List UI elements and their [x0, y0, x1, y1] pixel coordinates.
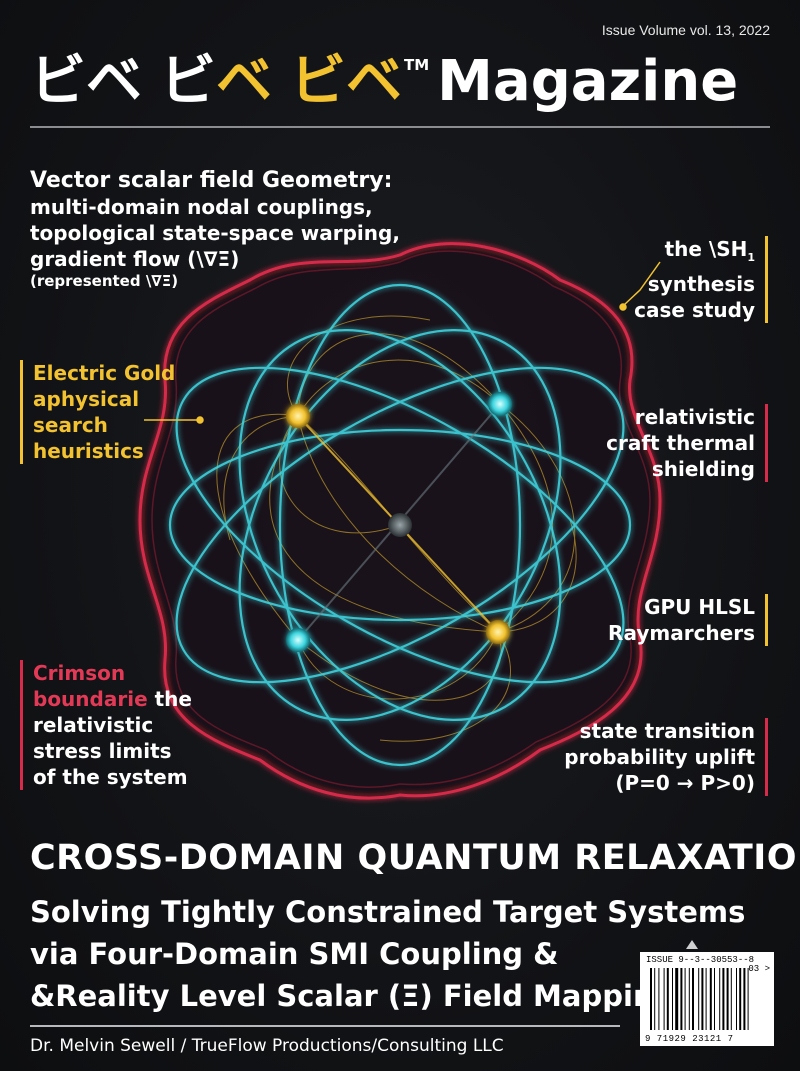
barcode-bar	[714, 968, 715, 1030]
callout-crimson-line-3: relativistic	[33, 713, 154, 737]
barcode-bar	[698, 968, 700, 1030]
barcode-digits: 9 71929 23121 7	[645, 1034, 734, 1044]
trademark-mark: TM	[404, 56, 430, 74]
barcode-bar	[688, 968, 690, 1030]
barcode-bar	[672, 968, 673, 1030]
callout-gpu-line-1: GPU HLSL	[644, 595, 755, 619]
callout-state-line-1: state transition	[579, 719, 755, 743]
subheadline-line-3: &Reality Level Scalar (Ξ) Field Mapping	[30, 979, 675, 1013]
callout-crimson-boundary: Crimson boundarie the relativistic stres…	[20, 660, 192, 790]
callout-crimson-line-4: stress limits	[33, 739, 172, 763]
cyan-node	[286, 628, 310, 652]
callout-state-transition: state transition probability uplift (P=0…	[564, 718, 768, 796]
feature-line-5: (represented \∇Ξ)	[30, 272, 179, 290]
issue-volume: Issue Volume vol. 13, 2022	[601, 22, 770, 38]
barcode-bar	[701, 968, 704, 1030]
masthead-magazine-word: Magazine	[437, 49, 739, 114]
barcode-bar	[709, 968, 712, 1030]
feature-blurb: Vector scalar field Geometry: multi-doma…	[30, 168, 410, 290]
barcode-addon: 03 >	[748, 964, 770, 974]
callout-electric-gold: Electric Gold aphysical search heuristic…	[20, 360, 175, 464]
feature-line-3: topological state-space warping,	[30, 221, 400, 245]
masthead-part-2b: ベ	[216, 49, 272, 114]
barcode-bar	[730, 968, 732, 1030]
callout-sh1-subscript: 1	[747, 251, 755, 264]
barcode-bar	[663, 968, 665, 1030]
cyan-node	[488, 392, 512, 416]
barcode-bar	[736, 968, 737, 1030]
cyan-orbit-lines	[168, 283, 632, 767]
callout-gold-line-1: Electric Gold	[33, 361, 176, 385]
callout-gold-line-3: search	[33, 413, 108, 437]
callout-sh1-line-2: synthesis	[647, 272, 755, 296]
callout-sh1-line-3: case study	[634, 298, 755, 322]
barcode-bar	[705, 968, 707, 1030]
callout-gpu-line-2: Raymarchers	[608, 621, 755, 645]
barcode-bar	[684, 968, 686, 1030]
feature-line-1: Vector scalar field Geometry:	[30, 168, 393, 193]
barcode-bar	[680, 968, 683, 1030]
callout-thermal-shielding: relativistic craft thermal shielding	[606, 404, 768, 482]
masthead-part-3: ビベ	[290, 49, 402, 114]
masthead-part-2a: ビ	[160, 49, 216, 114]
feature-line-2: multi-domain nodal couplings,	[30, 195, 373, 219]
callout-thermal-line-2: craft thermal	[606, 431, 755, 455]
barcode-bars	[650, 968, 749, 1030]
barcode-bar	[650, 968, 652, 1030]
feature-line-4: gradient flow (\∇Ξ)	[30, 247, 240, 271]
gold-flow-lines	[216, 315, 577, 742]
barcode: ISSUE 9--3--30553--8 03 > 9 71929 23121 …	[640, 952, 774, 1046]
barcode-bar	[747, 968, 749, 1030]
subheadline-line-2: via Four-Domain SMI Coupling &	[30, 937, 559, 971]
barcode-bar	[743, 968, 746, 1030]
callout-sh1-line-1: the \SH1	[634, 236, 755, 271]
barcode-bar	[675, 968, 679, 1030]
barcode-bar	[654, 968, 656, 1030]
callout-thermal-line-1: relativistic	[634, 405, 755, 429]
barcode-bar	[739, 968, 742, 1030]
barcode-bar	[726, 968, 729, 1030]
callout-state-line-2: probability uplift	[564, 745, 755, 769]
barcode-issue-label: ISSUE 9--3--30553--8	[646, 955, 755, 965]
gold-node	[486, 620, 510, 644]
callout-thermal-line-3: shielding	[651, 457, 755, 481]
callout-crimson-rest: the	[147, 687, 192, 711]
callout-sh1-text: the \SH	[664, 237, 748, 261]
barcode-marker-icon	[686, 940, 698, 949]
barcode-bar	[692, 968, 694, 1030]
cover-headline: CROSS-DOMAIN QUANTUM RELAXATION:	[30, 838, 800, 878]
subheadline-line-1: Solving Tightly Constrained Target Syste…	[30, 895, 746, 929]
callout-state-line-3: (P=0 → P>0)	[615, 771, 755, 795]
callout-gold-line-2: aphysical	[33, 387, 140, 411]
callout-crimson-line-1: Crimson	[33, 661, 126, 685]
masthead-part-1: ビベ	[30, 49, 142, 114]
byline-divider	[30, 1025, 620, 1027]
gold-node	[286, 404, 310, 428]
barcode-bar	[658, 968, 660, 1030]
callout-crimson-line-5: of the system	[33, 765, 188, 789]
callout-crimson-line-2: boundarie the	[33, 686, 192, 712]
barcode-bar	[666, 968, 669, 1030]
callout-crimson-word: boundarie	[33, 687, 148, 711]
masthead-divider	[30, 126, 770, 128]
callout-gpu-raymarchers: GPU HLSL Raymarchers	[608, 594, 768, 646]
callout-gold-line-4: heuristics	[33, 439, 144, 463]
barcode-bar	[719, 968, 721, 1030]
byline: Dr. Melvin Sewell / TrueFlow Productions…	[30, 1036, 504, 1056]
barcode-bar	[722, 968, 725, 1030]
core-node	[388, 513, 412, 537]
callout-sh1-synthesis: the \SH1 synthesis case study	[634, 236, 768, 323]
